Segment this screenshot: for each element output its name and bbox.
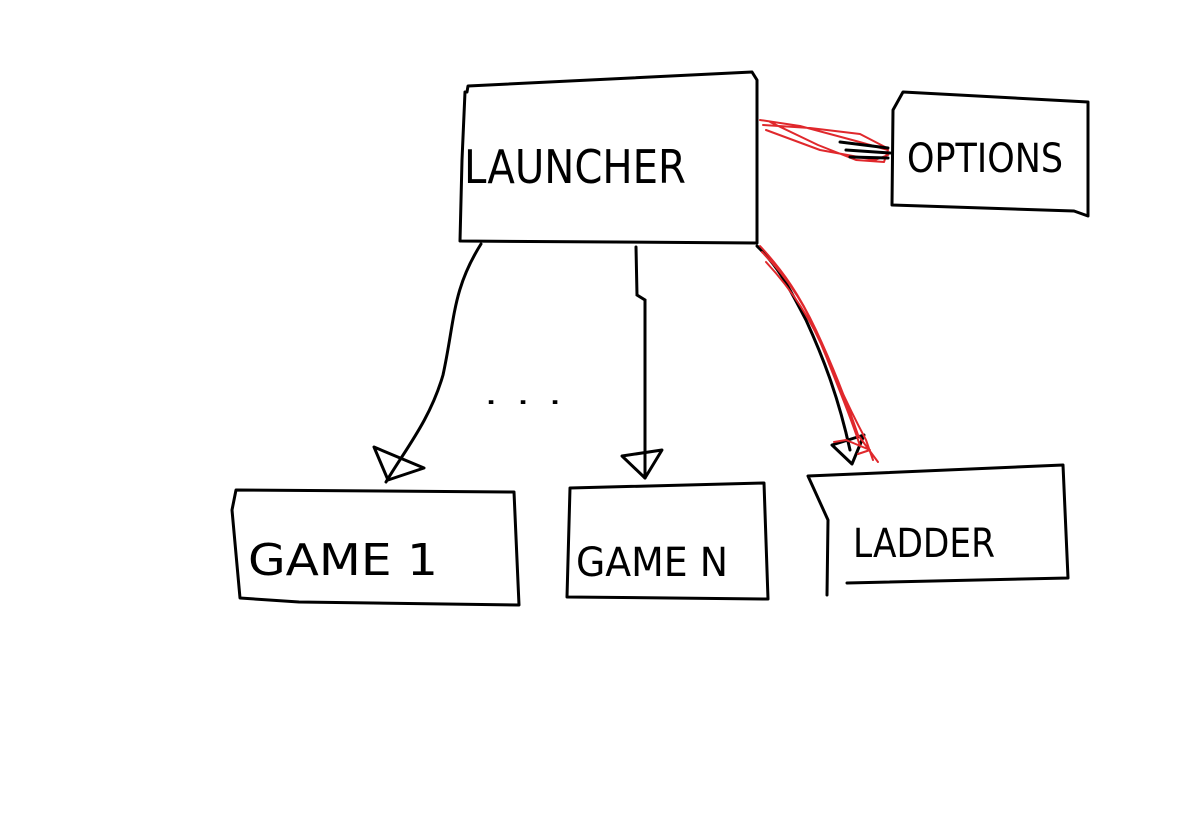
options-box [890,90,1090,218]
arrowhead-icon [830,433,866,466]
arrow-launcher-to-options [759,119,892,163]
launcher-label: LAUNCHER [464,140,686,194]
ellipsis-marker: ... [484,377,580,412]
game-1-node: GAME 1 [230,488,521,607]
ladder-node: LADDER [806,463,1070,597]
arrowhead-icon [620,448,664,480]
arrow-line [634,245,647,480]
launcher-node: LAUNCHER [458,70,759,245]
arrow-launcher-to-game-n [620,245,664,480]
red-highlight-scribble [759,119,889,163]
game-n-node: GAME N [565,481,770,601]
options-node: OPTIONS [890,90,1090,218]
game-n-box [565,481,770,601]
game-n-label: GAME N [576,540,728,586]
launcher-box [458,70,759,245]
red-highlight-scribble [759,245,879,463]
arrowhead-icon [372,445,426,482]
game-1-label: GAME 1 [248,535,438,586]
arrowhead-icon [838,140,892,160]
game-1-box [230,488,521,607]
ladder-label: LADDER [853,521,995,567]
ladder-box [806,463,1070,597]
arrow-launcher-to-game-1 [372,242,483,484]
arrow-line [384,242,483,484]
options-label: OPTIONS [907,136,1063,182]
arrow-line [755,244,852,452]
arrow-launcher-to-ladder [755,244,879,466]
